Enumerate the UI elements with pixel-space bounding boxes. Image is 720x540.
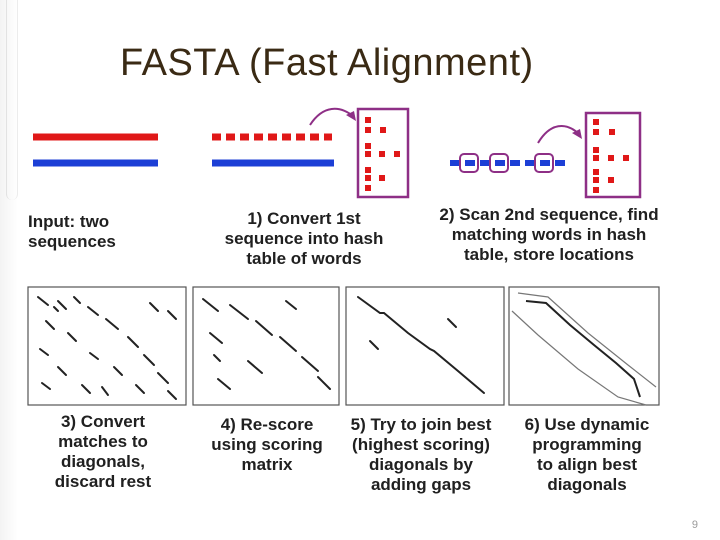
slide-title: FASTA (Fast Alignment) [120,42,534,84]
panel-6-band [511,292,657,406]
hash-table-1 [356,107,410,199]
step2-arrow [537,125,581,144]
step1-arrow-head [346,111,356,121]
panel-4-diagonals [202,298,331,390]
step-5-caption: 5) Try to join best (highest scoring) di… [350,415,492,494]
hash-table-2-entries [593,119,629,193]
dotplot-panel-3 [27,286,187,406]
diagram-graphics [27,107,660,406]
step1-arrow [309,107,355,126]
dotplot-panel-6 [508,286,660,406]
step2-arrow-head [572,129,582,139]
fasta-diagram: Input: two sequences 1) Convert 1st sequ… [18,97,680,499]
match-box-1 [459,153,479,173]
panel-6-alignment-path [525,300,641,398]
left-border-lines [6,0,18,200]
step-3-caption: 3) Convert matches to diagonals, discard… [54,412,152,491]
left-border-decoration [0,0,18,540]
step-6-caption: 6) Use dynamic programming to align best… [524,415,650,494]
match-box-2 [489,153,509,173]
hash-table-2 [584,111,642,199]
step-4-caption: 4) Re-score using scoring matrix [211,415,323,474]
step-input-caption: Input: two sequences [28,212,116,251]
panel-3-diagonals [37,296,177,400]
dotplot-panel-4 [192,286,340,406]
hash-table-1-entries [365,117,400,191]
step-1-caption: 1) Convert 1st sequence into hash table … [224,209,384,268]
step-2-caption: 2) Scan 2nd sequence, find matching word… [439,205,659,264]
slide-number: 9 [691,519,698,531]
panel-5-diagonals [357,296,485,394]
match-box-3 [534,153,554,173]
